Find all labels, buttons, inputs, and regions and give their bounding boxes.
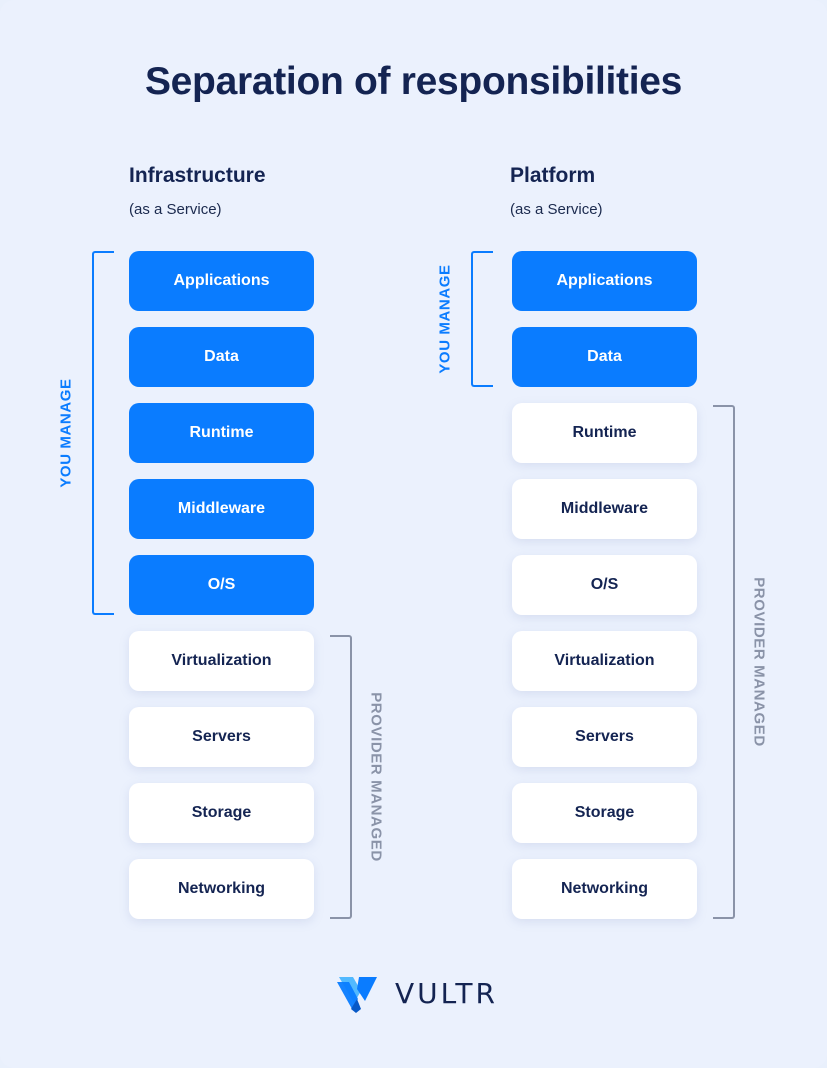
iaas-subheading: (as a Service) [129, 201, 222, 218]
iaas-provider-managed-bracket [330, 635, 352, 919]
iaas-provider-managed-label: PROVIDER MANAGED [367, 692, 385, 862]
paas-layer-applications: Applications [512, 251, 697, 311]
paas-layer-data: Data [512, 327, 697, 387]
iaas-heading: Infrastructure [129, 164, 266, 187]
paas-layer-servers: Servers [512, 707, 697, 767]
paas-layer-middleware: Middleware [512, 479, 697, 539]
iaas-layer-middleware: Middleware [129, 479, 314, 539]
vultr-logo-icon [337, 977, 377, 1013]
iaas-layer-storage: Storage [129, 783, 314, 843]
paas-you-manage-bracket [471, 251, 493, 387]
iaas-you-manage-label: YOU MANAGE [57, 378, 75, 488]
iaas-layer-networking: Networking [129, 859, 314, 919]
iaas-layer-virtualization: Virtualization [129, 631, 314, 691]
paas-layer-storage: Storage [512, 783, 697, 843]
paas-layer-runtime: Runtime [512, 403, 697, 463]
paas-layer-virtualization: Virtualization [512, 631, 697, 691]
iaas-layer-runtime: Runtime [129, 403, 314, 463]
paas-subheading: (as a Service) [510, 201, 603, 218]
paas-you-manage-label: YOU MANAGE [436, 264, 454, 374]
paas-layer-os: O/S [512, 555, 697, 615]
iaas-layer-servers: Servers [129, 707, 314, 767]
paas-heading: Platform [510, 164, 596, 187]
vultr-logo: VULTR [337, 972, 498, 1014]
iaas-layer-applications: Applications [129, 251, 314, 311]
page-title: Separation of responsibilities [144, 60, 683, 103]
iaas-you-manage-bracket [92, 251, 114, 615]
paas-provider-managed-label: PROVIDER MANAGED [750, 577, 768, 747]
iaas-layer-os: O/S [129, 555, 314, 615]
vultr-logo-text: VULTR [395, 976, 498, 1010]
iaas-layer-data: Data [129, 327, 314, 387]
paas-layer-networking: Networking [512, 859, 697, 919]
paas-provider-managed-bracket [713, 405, 735, 919]
